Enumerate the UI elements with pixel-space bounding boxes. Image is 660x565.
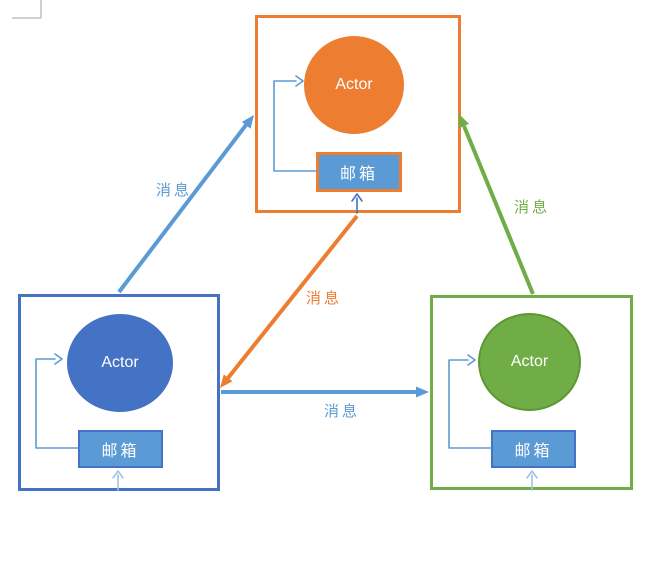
mailbox-label-top: 邮箱 xyxy=(339,166,378,183)
message-arrow-left-to-top xyxy=(117,115,254,294)
solid-arrowhead-icon xyxy=(416,386,429,398)
mailbox-top: 邮箱 xyxy=(316,152,402,192)
actor-circle-left: Actor xyxy=(67,314,173,412)
solid-arrowhead-icon xyxy=(220,374,233,388)
message-arrow-left-to-right xyxy=(221,386,429,398)
mailbox-label-right: 邮箱 xyxy=(514,443,553,460)
message-label-top-to-left: 消息 xyxy=(306,290,343,307)
page-corner-mark xyxy=(12,0,42,19)
message-label-right-to-top: 消息 xyxy=(514,199,551,216)
actor-group-left xyxy=(18,294,220,491)
actor-circle-right: Actor xyxy=(478,313,581,411)
mailbox-label-left: 邮箱 xyxy=(101,443,140,460)
actor-label-top: Actor xyxy=(335,76,373,93)
message-label-left-to-right: 消息 xyxy=(324,403,361,420)
message-label-left-to-top: 消息 xyxy=(156,182,193,199)
mailbox-right: 邮箱 xyxy=(491,430,576,468)
actor-circle-top: Actor xyxy=(304,36,404,134)
actor-label-left: Actor xyxy=(101,354,139,371)
solid-arrowhead-icon xyxy=(241,115,254,129)
mailbox-left: 邮箱 xyxy=(78,430,163,468)
actor-label-right: Actor xyxy=(510,353,549,370)
